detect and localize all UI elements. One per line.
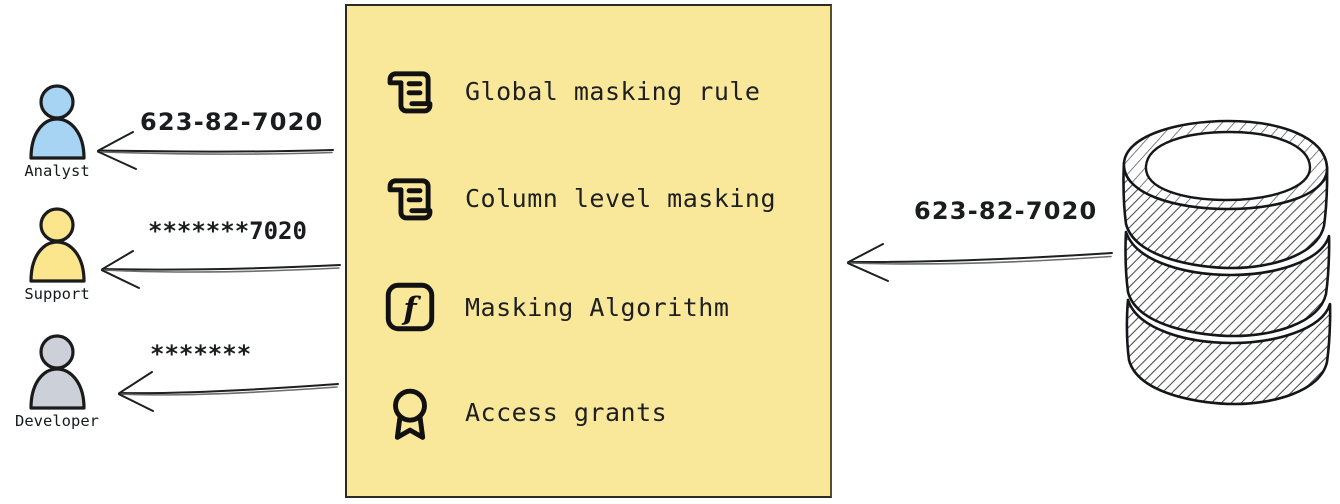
arrow-from-database xyxy=(847,243,1113,282)
person-icon xyxy=(14,330,100,416)
arrow-label-database: 623-82-7020 xyxy=(914,197,1098,225)
arrow-to-analyst xyxy=(97,131,334,170)
arrow-to-developer xyxy=(118,371,339,412)
actor-support[interactable]: Support xyxy=(2,203,112,303)
person-icon xyxy=(14,203,100,289)
panel-row-access-grants[interactable]: Access grants xyxy=(381,383,667,441)
scroll-icon xyxy=(387,71,433,114)
panel-row-label: Access grants xyxy=(465,397,668,427)
svg-text:f: f xyxy=(401,291,421,327)
panel-row-label: Column level masking xyxy=(465,183,777,213)
actor-label: Developer xyxy=(15,412,99,430)
award-icon xyxy=(393,388,427,440)
panel-row-global-masking-rule[interactable]: Global masking rule xyxy=(381,62,760,120)
panel-row-column-level-masking[interactable]: Column level masking xyxy=(381,169,776,227)
arrow-label-support: *******7020 xyxy=(148,217,307,245)
function-icon: f xyxy=(385,282,435,332)
actor-analyst[interactable]: Analyst xyxy=(2,80,112,180)
arrow-label-developer: ******* xyxy=(150,340,252,368)
actor-label: Analyst xyxy=(24,162,90,180)
scroll-icon xyxy=(387,178,433,221)
panel-row-masking-algorithm[interactable]: f Masking Algorithm xyxy=(381,278,729,336)
arrow-to-support xyxy=(101,250,341,289)
arrow-label-analyst: 623-82-7020 xyxy=(140,108,324,136)
person-icon xyxy=(14,80,100,166)
database-cylinder xyxy=(1122,119,1332,406)
actor-developer[interactable]: Developer xyxy=(2,330,112,430)
masking-controls-panel: Global masking rule Column level masking… xyxy=(345,4,832,498)
actor-label: Support xyxy=(24,285,90,303)
panel-row-label: Global masking rule xyxy=(465,76,761,106)
panel-row-label: Masking Algorithm xyxy=(465,292,730,322)
